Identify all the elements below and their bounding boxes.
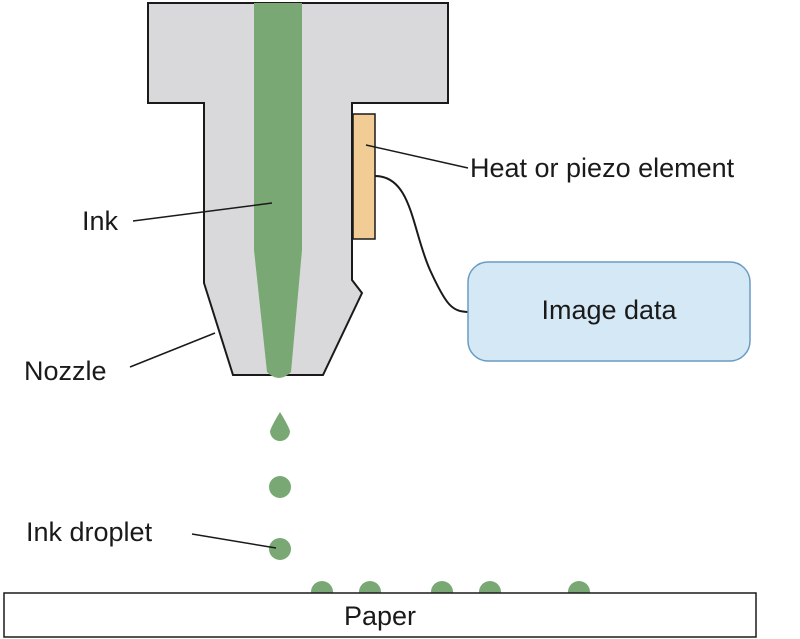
ink-droplet-label: Ink droplet bbox=[26, 517, 153, 547]
heat-element-label: Heat or piezo element bbox=[470, 153, 735, 183]
image-data-box bbox=[467, 261, 751, 362]
heat-piezo-element bbox=[352, 113, 376, 240]
ink-droplet bbox=[269, 476, 291, 498]
paper-sheet bbox=[3, 592, 757, 638]
nozzle-label: Nozzle bbox=[24, 356, 107, 386]
ink-droplet-forming bbox=[270, 412, 290, 441]
paper-label: Paper bbox=[344, 601, 416, 631]
heat-element-leader-line bbox=[365, 144, 469, 169]
nozzle-leader-line bbox=[129, 332, 216, 368]
ink-leader-line bbox=[132, 202, 273, 222]
image-data-label: Image data bbox=[541, 295, 677, 325]
ink-droplet bbox=[269, 538, 291, 560]
ink-column bbox=[254, 3, 302, 378]
ink-label: Ink bbox=[82, 206, 119, 236]
ink-droplet-leader-line bbox=[191, 533, 277, 549]
signal-wire bbox=[374, 175, 470, 313]
